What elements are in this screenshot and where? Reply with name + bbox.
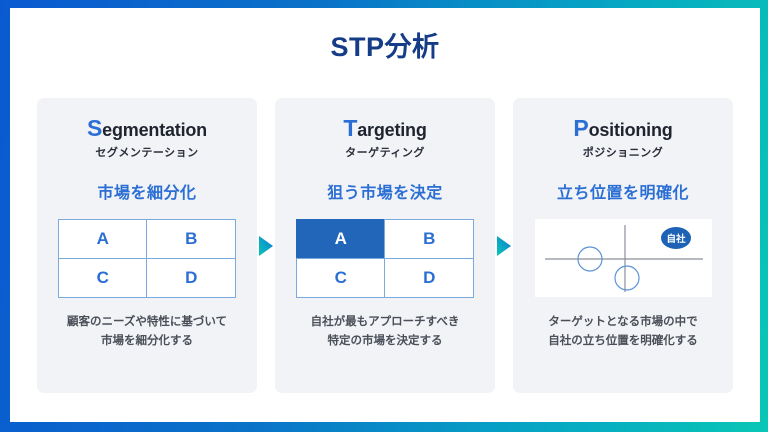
panel-segmentation[interactable]: Segmentation セグメンテーション 市場を細分化 A B C D 顧客… — [37, 98, 257, 393]
caption-line-1: 自社が最もアプローチすべき — [310, 316, 460, 329]
competitor-circle-2 — [613, 265, 640, 291]
panel-english-title: Segmentation — [87, 115, 207, 141]
competitor-circle-1 — [576, 246, 603, 272]
market-grid: A B C D — [57, 218, 237, 298]
page-title: STP分析 — [330, 32, 440, 62]
panel-targeting[interactable]: Targeting ターゲティング 狙う市場を決定 A B C D 自社が最もア… — [275, 98, 495, 393]
slide-canvas: STP分析 Segmentation セグメンテーション 市場を細分化 A B … — [10, 8, 760, 422]
panel-subtitle: 狙う市場を決定 — [327, 185, 443, 203]
targeting-grid-figure: A B C D — [295, 218, 475, 298]
panel-title-rest: ositioning — [588, 120, 673, 140]
panel-caption: ターゲットとなる市場の中で 自社の立ち位置を明確化する — [513, 313, 733, 351]
arrow-segmentation-to-targeting — [257, 98, 275, 393]
caption-line-2: 特定の市場を決定する — [327, 335, 443, 348]
stp-columns: Segmentation セグメンテーション 市場を細分化 A B C D 顧客… — [37, 98, 733, 393]
panel-caption: 顧客のニーズや特性に基づいて 市場を細分化する — [37, 313, 257, 351]
grid-cell-b[interactable]: B — [384, 218, 475, 259]
panel-caption: 自社が最もアプローチすべき 特定の市場を決定する — [275, 313, 495, 351]
grid-cell-a[interactable]: A — [57, 218, 148, 259]
caption-line-2: 市場を細分化する — [101, 335, 193, 348]
panel-initial-letter: S — [87, 115, 103, 141]
grid-cell-d[interactable]: D — [146, 257, 237, 298]
grid-cell-a-selected[interactable]: A — [295, 218, 386, 259]
panel-english-title: Positioning — [573, 115, 673, 141]
caption-line-1: 顧客のニーズや特性に基づいて — [66, 316, 228, 329]
own-company-badge — [660, 227, 691, 250]
arrow-targeting-to-positioning — [495, 98, 513, 393]
grid-cell-d[interactable]: D — [384, 257, 475, 298]
panel-kana-title: ターゲティング — [345, 147, 425, 160]
caption-line-1: ターゲットとなる市場の中で — [548, 316, 698, 329]
panel-kana-title: ポジショニング — [582, 147, 664, 160]
panel-title-rest: argeting — [357, 120, 427, 140]
panel-subtitle: 市場を細分化 — [97, 185, 197, 203]
grid-cell-c[interactable]: C — [57, 257, 148, 298]
panel-english-title: Targeting — [343, 115, 427, 141]
positioning-map-figure: 自社 — [534, 219, 712, 298]
panel-kana-title: セグメンテーション — [95, 147, 199, 160]
segmentation-grid-figure: A B C D — [57, 218, 237, 298]
panel-initial-letter: T — [343, 115, 358, 141]
panel-initial-letter: P — [573, 115, 589, 141]
own-company-badge-label: 自社 — [666, 233, 686, 245]
grid-cell-b[interactable]: B — [146, 218, 237, 259]
market-grid: A B C D — [295, 218, 475, 298]
panel-positioning[interactable]: Positioning ポジショニング 立ち位置を明確化 自社 ターゲット — [513, 98, 733, 393]
caption-line-2: 自社の立ち位置を明確化する — [548, 335, 698, 348]
panel-subtitle: 立ち位置を明確化 — [556, 185, 689, 203]
panel-title-rest: egmentation — [102, 120, 207, 140]
grid-cell-c[interactable]: C — [295, 257, 386, 298]
